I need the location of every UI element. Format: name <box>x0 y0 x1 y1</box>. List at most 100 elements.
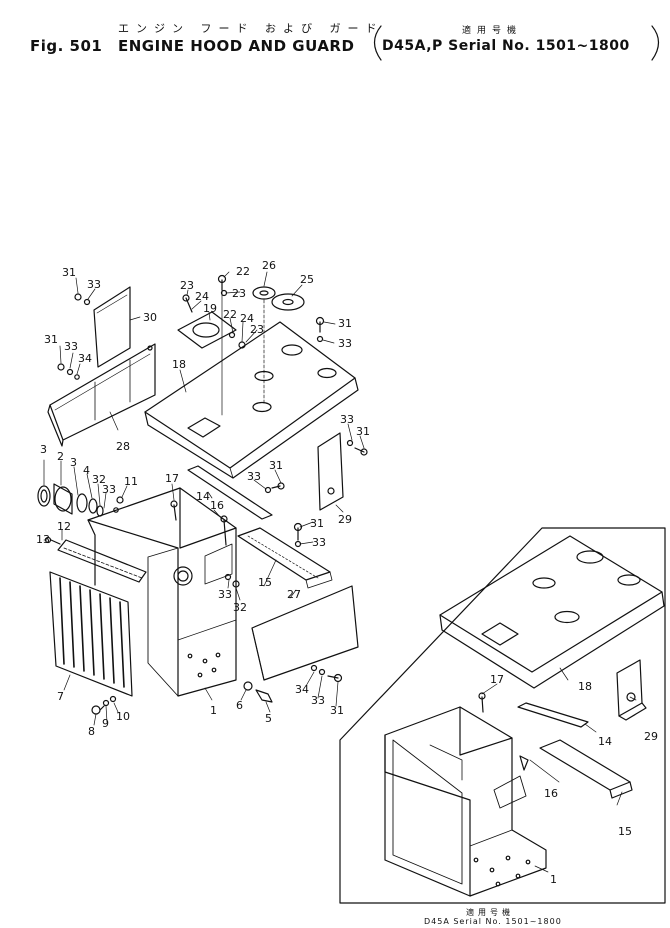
callout: 18 <box>578 680 592 693</box>
callout: 19 <box>203 302 217 315</box>
callout: 24 <box>195 290 209 303</box>
title-english: ENGINE HOOD AND GUARD <box>118 37 355 55</box>
callout: 31 <box>62 266 76 279</box>
inset-plate-29 <box>616 659 643 717</box>
hood-hole-4 <box>252 401 272 413</box>
callout: 29 <box>644 730 658 743</box>
callout: 1 <box>210 704 217 717</box>
callout: 26 <box>262 259 276 272</box>
part-2-hose <box>53 483 73 515</box>
callout: 33 <box>102 483 116 496</box>
hood-hole-1 <box>281 344 303 356</box>
callout: 16 <box>544 787 558 800</box>
callout: 23 <box>250 323 264 336</box>
callout: 14 <box>598 735 612 748</box>
callout-labels: 31 33 30 31 33 34 28 23 24 22 23 26 25 1… <box>36 259 658 886</box>
part-28-guard <box>49 343 156 441</box>
inset-rail-15 <box>539 739 631 791</box>
callout: 29 <box>338 513 352 526</box>
callout: 6 <box>236 699 243 712</box>
part-5-bolt <box>255 689 273 703</box>
part-19-flange <box>177 311 237 349</box>
applicability-serial: D45A,P Serial No. 1501~1800 <box>382 38 630 54</box>
applicability-japanese: 適用号機 <box>462 26 523 36</box>
header-open-paren <box>373 25 382 61</box>
inset-hood <box>439 535 663 673</box>
inset-part-16 <box>519 755 529 771</box>
part-1-radiator-guard <box>87 487 237 697</box>
callout: 12 <box>57 520 71 533</box>
callout: 13 <box>36 533 50 546</box>
callout: 33 <box>218 588 232 601</box>
callout: 1 <box>550 873 557 886</box>
part-27-side-cover <box>251 585 359 681</box>
callout: 31 <box>44 333 58 346</box>
callout: 34 <box>78 352 92 365</box>
callout: 5 <box>265 712 272 725</box>
callout: 7 <box>57 690 64 703</box>
callout: 3 <box>70 456 77 469</box>
frame-mount-bracket <box>204 543 233 585</box>
header-close-paren <box>651 25 660 61</box>
callout: 32 <box>92 473 106 486</box>
part-14-strip <box>187 465 273 520</box>
callout: 31 <box>269 459 283 472</box>
callout: 34 <box>295 683 309 696</box>
callout: 16 <box>210 499 224 512</box>
callout: 3 <box>40 443 47 456</box>
inset-frame <box>339 527 666 904</box>
callout: 33 <box>312 536 326 549</box>
inset-frame-1 <box>384 706 547 897</box>
callout: 31 <box>356 425 370 438</box>
part-29-plate <box>317 432 344 511</box>
callout: 2 <box>57 450 64 463</box>
part-12-top-bar <box>57 539 147 583</box>
part-30-plate <box>93 286 131 368</box>
hood-hole-3 <box>317 367 337 379</box>
callout: 4 <box>83 464 90 477</box>
part-7-grille <box>49 571 133 697</box>
callout: 33 <box>340 413 354 426</box>
callout: 33 <box>247 470 261 483</box>
callout: 30 <box>143 311 157 324</box>
callout: 27 <box>287 588 301 601</box>
title-japanese: エンジン フード および ガード <box>118 22 384 35</box>
callout: 23 <box>232 287 246 300</box>
callout: 31 <box>338 317 352 330</box>
callout: 24 <box>240 312 254 325</box>
callout: 15 <box>618 825 632 838</box>
callout: 10 <box>116 710 130 723</box>
callout: 32 <box>233 601 247 614</box>
part-4-ring <box>88 498 98 514</box>
callout: 17 <box>165 472 179 485</box>
inset-applicability-japanese: 適用号機 <box>466 908 514 917</box>
callout: 9 <box>102 717 109 730</box>
callout: 31 <box>310 517 324 530</box>
part-18-engine-hood <box>144 321 356 469</box>
hood-square-hole <box>187 417 221 438</box>
callout: 23 <box>180 279 194 292</box>
callout: 33 <box>64 340 78 353</box>
callout: 11 <box>124 475 138 488</box>
part-25-gasket <box>271 293 305 311</box>
callout: 22 <box>223 308 237 321</box>
callout: 33 <box>87 278 101 291</box>
figure-number: Fig. 501 <box>30 37 103 55</box>
inset-strip-14 <box>517 702 589 728</box>
callout: 22 <box>236 265 250 278</box>
callout: 17 <box>490 673 504 686</box>
callout: 33 <box>311 694 325 707</box>
part-3-clamp <box>37 485 51 507</box>
part-3-clamp-2 <box>76 493 88 513</box>
callout: 25 <box>300 273 314 286</box>
callout: 33 <box>338 337 352 350</box>
callout: 14 <box>196 490 210 503</box>
part-26-cap <box>252 286 276 300</box>
inset-applicability-serial: D45A Serial No. 1501~1800 <box>424 917 562 926</box>
callout: 8 <box>88 725 95 738</box>
callout: 31 <box>330 704 344 717</box>
callout: 18 <box>172 358 186 371</box>
callout: 15 <box>258 576 272 589</box>
